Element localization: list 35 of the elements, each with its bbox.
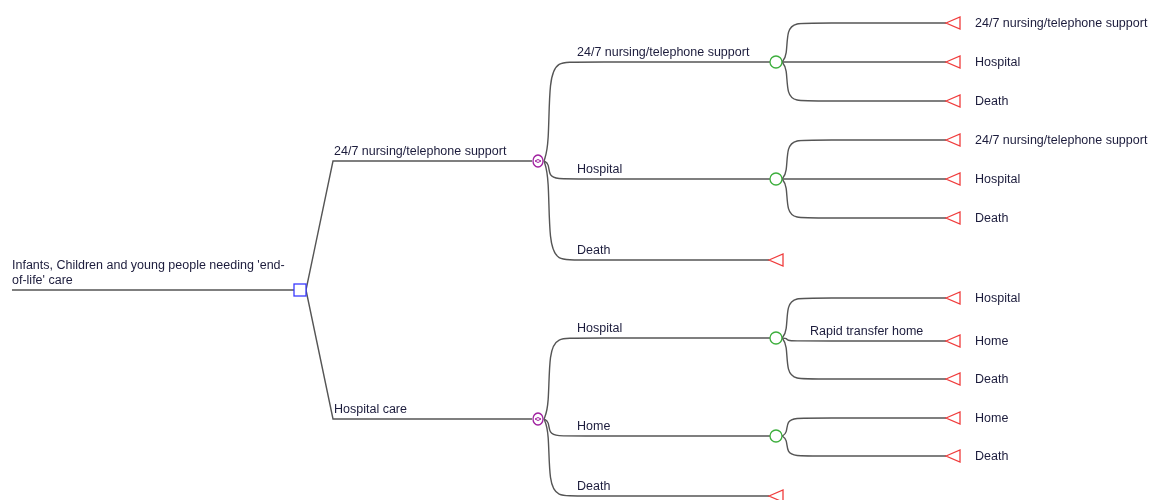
branch-line <box>543 337 771 420</box>
branch-line <box>543 418 771 437</box>
branch-line <box>543 160 770 261</box>
branch-line <box>781 178 947 180</box>
outcome-label: Death <box>975 210 1009 226</box>
branch-label: 24/7 nursing/telephone support <box>334 144 507 159</box>
branch-line <box>781 61 947 102</box>
outcome-label: Hospital <box>975 171 1021 187</box>
outcome-label: Death <box>975 371 1009 387</box>
outcome-label: Death <box>975 93 1009 109</box>
outcome-label: Death <box>975 448 1009 464</box>
branch-line <box>11 289 295 291</box>
branch-label: 24/7 nursing/telephone support <box>577 45 750 60</box>
branch-line <box>543 418 770 497</box>
outcome-label: 24/7 nursing/telephone support <box>975 132 1148 148</box>
branch-line <box>781 61 947 63</box>
branch-line <box>781 337 947 342</box>
outcome-label: Home <box>975 410 1009 426</box>
branch-line <box>781 178 947 219</box>
branch-line <box>781 417 947 437</box>
outcome-label: Hospital <box>975 54 1021 70</box>
branch-label: Hospital <box>577 321 623 336</box>
branch-line <box>543 160 771 180</box>
branch-line <box>781 435 947 457</box>
branch-line <box>781 139 947 180</box>
branch-label: Hospital <box>577 162 623 177</box>
branch-label: Rapid transfer home <box>810 324 924 339</box>
branch-line <box>781 337 947 380</box>
branch-line <box>781 22 947 63</box>
outcome-label: Home <box>975 333 1009 349</box>
branch-line <box>781 297 947 339</box>
outcome-label: Hospital <box>975 290 1021 306</box>
outcome-label: 24/7 nursing/telephone support <box>975 15 1148 31</box>
branch-label: Hospital care <box>334 402 407 417</box>
branch-line <box>543 61 771 162</box>
